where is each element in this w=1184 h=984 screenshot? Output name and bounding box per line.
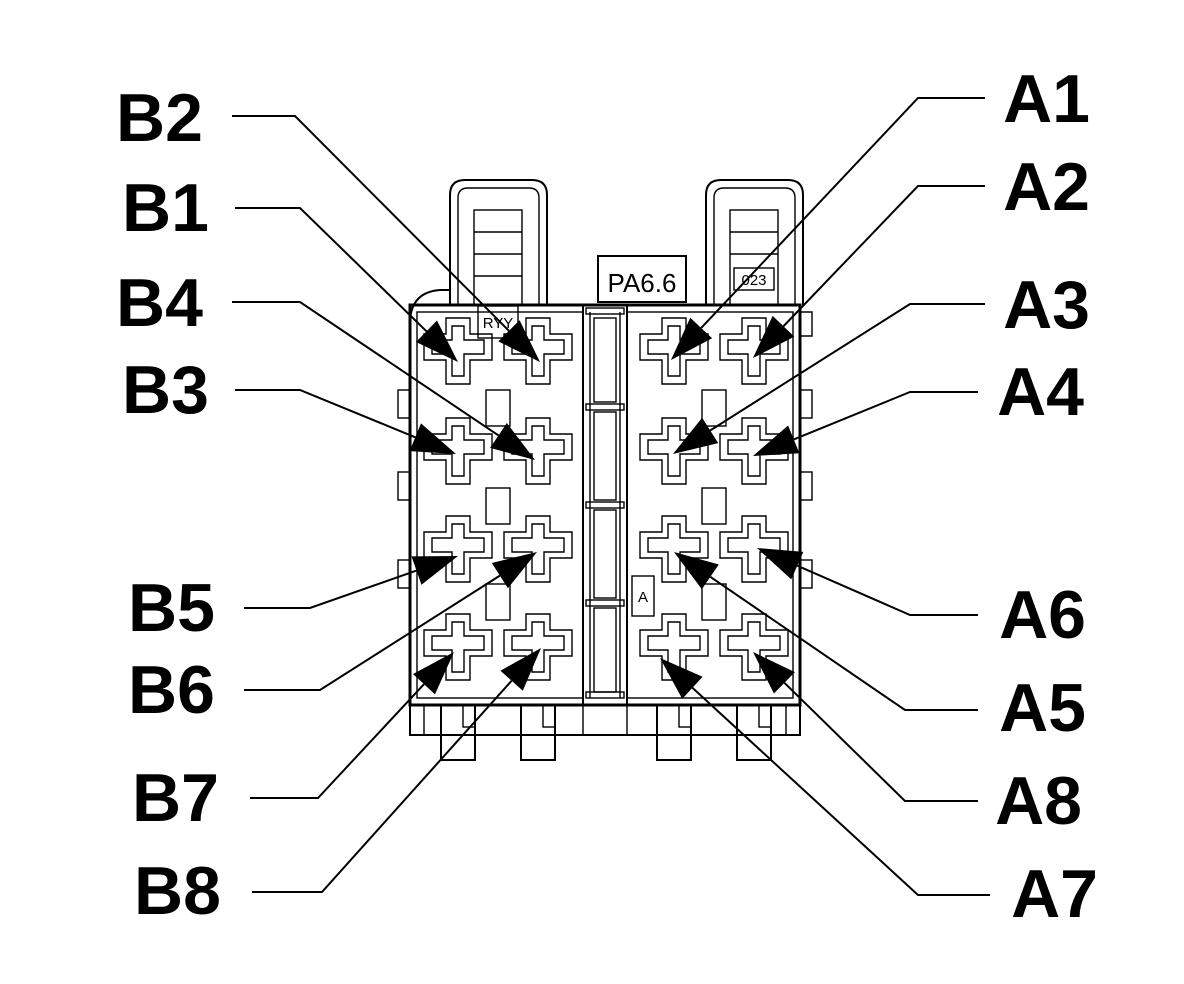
leader-line-a3 — [709, 303, 985, 432]
pin-label-a3: A3 — [1003, 267, 1090, 343]
callout-a5: A5 — [674, 552, 1086, 746]
center-rail-details — [585, 307, 625, 699]
callout-b4: B4 — [116, 265, 535, 460]
callout-b3: B3 — [122, 352, 456, 454]
leader-line-b8 — [252, 680, 513, 893]
pin-label-a2: A2 — [1003, 149, 1090, 225]
pin-label-a4: A4 — [997, 354, 1084, 430]
callout-a7: A7 — [660, 658, 1098, 932]
pin-label-a1: A1 — [1003, 61, 1090, 137]
arrowhead-a3 — [673, 417, 719, 454]
arrowhead-b3 — [409, 423, 456, 454]
arrowhead-b2 — [498, 320, 540, 362]
pin-label-a8: A8 — [995, 763, 1082, 839]
callout-b6: B6 — [128, 552, 537, 728]
arrowhead-a6 — [757, 548, 804, 580]
callout-a4: A4 — [753, 354, 1084, 456]
arrowhead-a5 — [674, 552, 719, 590]
arrowhead-a4 — [753, 425, 800, 456]
callout-a3: A3 — [673, 267, 1090, 454]
callout-b5: B5 — [128, 556, 458, 646]
connector-feet — [440, 704, 772, 761]
connector-body: PA6.6 RYY 023 — [397, 179, 813, 761]
leader-line-a2 — [782, 185, 985, 327]
pin-label-b5: B5 — [128, 570, 215, 646]
callout-a8: A8 — [753, 652, 1082, 839]
callout-a2: A2 — [753, 149, 1090, 358]
arrowhead-a7 — [660, 658, 703, 699]
callout-b7: B7 — [132, 652, 454, 836]
leader-line-a5 — [709, 576, 978, 711]
callout-b2: B2 — [116, 80, 540, 362]
material-marking-box: PA6.6 — [597, 255, 687, 303]
callout-b1: B1 — [122, 170, 458, 362]
arrowhead-b4 — [490, 423, 535, 460]
right-marking-box: 023 — [733, 267, 775, 291]
leader-line-a7 — [691, 687, 990, 896]
pin-label-b2: B2 — [116, 80, 203, 156]
leader-line-b1 — [235, 207, 428, 333]
pin-label-b8: B8 — [134, 853, 221, 929]
leader-line-b4 — [232, 301, 500, 437]
leader-line-b5 — [244, 569, 417, 609]
pin-label-b6: B6 — [128, 652, 215, 728]
callout-a6: A6 — [757, 548, 1086, 653]
cavity-grid-b — [423, 317, 573, 681]
arrowhead-a2 — [753, 315, 795, 358]
arrowhead-a1 — [671, 317, 713, 360]
side-marking: A — [638, 589, 648, 606]
leader-line-a4 — [793, 391, 978, 441]
side-marking-box: A — [631, 575, 655, 617]
leader-line-b2 — [232, 115, 510, 332]
pin-label-b1: B1 — [122, 170, 209, 246]
leader-line-a8 — [783, 682, 978, 802]
right-latch — [705, 179, 804, 306]
right-marking: 023 — [741, 272, 766, 289]
arrowhead-b8 — [500, 648, 541, 691]
pin-label-a6: A6 — [999, 577, 1086, 653]
leader-line-b6 — [244, 574, 501, 691]
leader-line-b7 — [250, 683, 425, 799]
arrowhead-b6 — [491, 552, 537, 589]
arrowhead-b7 — [413, 652, 454, 695]
callout-b8: B8 — [134, 648, 541, 929]
arrowhead-b1 — [416, 320, 458, 362]
cavity-grid-a — [639, 317, 789, 681]
pin-label-a7: A7 — [1011, 856, 1098, 932]
pin-label-a5: A5 — [999, 670, 1086, 746]
arrowhead-b5 — [411, 556, 458, 585]
leader-line-a6 — [796, 564, 978, 616]
callout-a1: A1 — [671, 61, 1090, 360]
pin-label-b3: B3 — [122, 352, 209, 428]
material-marking: PA6.6 — [608, 268, 677, 298]
leader-line-b3 — [235, 389, 416, 439]
arrowhead-a8 — [753, 652, 795, 694]
pin-label-b7: B7 — [132, 760, 219, 836]
pin-label-b4: B4 — [116, 265, 203, 341]
leader-line-a1 — [700, 97, 985, 329]
